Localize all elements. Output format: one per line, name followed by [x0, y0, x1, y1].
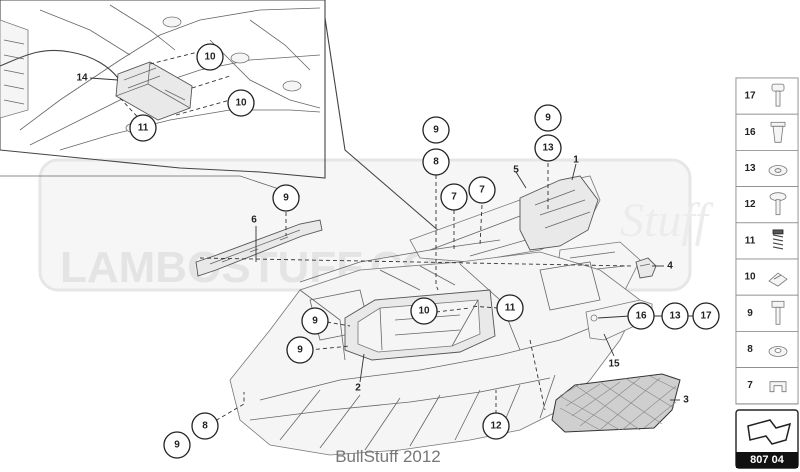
separator-line — [324, 17, 441, 233]
label-1[interactable]: 1 — [573, 155, 579, 166]
callout-7-b[interactable]: 7 — [468, 176, 496, 204]
svg-text:9: 9 — [312, 316, 318, 327]
svg-text:9: 9 — [297, 345, 303, 356]
fastener-legend: 17 16 13 12 11 10 9 8 7 — [735, 77, 799, 405]
label-14[interactable]: 14 — [76, 73, 88, 84]
watermark-stuff: Stuff — [620, 194, 714, 247]
callout-9-upper-left[interactable]: 9 — [272, 184, 300, 212]
callout-16[interactable]: 16 — [627, 302, 655, 330]
legend-number: 9 — [747, 308, 753, 319]
svg-text:9: 9 — [174, 440, 180, 451]
callout-13-lower[interactable]: 13 — [661, 302, 689, 330]
legend-row-16: 16 — [735, 113, 799, 151]
fastener-icon — [768, 272, 788, 287]
fastener-icon — [768, 346, 788, 357]
callout-7-a[interactable]: 7 — [440, 183, 468, 211]
legend-number: 7 — [747, 380, 753, 391]
callout-9-right[interactable]: 9 — [534, 104, 562, 132]
fastener-icon — [771, 300, 785, 325]
svg-text:7: 7 — [479, 185, 485, 196]
callouts: 10 14 10 11 9 6 9 8 7 7 9 13 5 1 4 10 11… — [76, 43, 720, 459]
legend-row-11: 11 — [735, 222, 799, 260]
svg-text:11: 11 — [138, 123, 149, 134]
svg-text:17: 17 — [700, 311, 712, 322]
callout-8-bottom[interactable]: 8 — [191, 412, 219, 440]
label-4[interactable]: 4 — [667, 261, 673, 272]
svg-text:9: 9 — [283, 193, 289, 204]
legend-number: 10 — [744, 272, 756, 283]
callout-17-lower[interactable]: 17 — [692, 302, 720, 330]
label-5[interactable]: 5 — [513, 165, 519, 176]
part-3-mesh — [551, 373, 681, 433]
part-4-clip — [635, 257, 657, 279]
svg-text:9: 9 — [545, 113, 551, 124]
reference-box: 807 04 — [735, 409, 799, 469]
label-3[interactable]: 3 — [683, 395, 689, 406]
callout-10-inset-bottom[interactable]: 10 — [227, 89, 255, 117]
svg-text:10: 10 — [418, 306, 430, 317]
callout-9-mid-left[interactable]: 9 — [422, 116, 450, 144]
fastener-icon — [769, 381, 787, 393]
label-2[interactable]: 2 — [355, 383, 361, 394]
svg-text:8: 8 — [433, 157, 439, 168]
svg-text:7: 7 — [451, 192, 457, 203]
legend-number: 17 — [744, 91, 756, 102]
legend-number: 16 — [744, 127, 756, 138]
callout-13-right[interactable]: 13 — [534, 134, 562, 162]
callout-12[interactable]: 12 — [482, 412, 510, 440]
callout-9-lower-left-a[interactable]: 9 — [301, 307, 329, 335]
callout-8-mid[interactable]: 8 — [422, 148, 450, 176]
svg-text:11: 11 — [505, 303, 516, 314]
svg-text:10: 10 — [204, 52, 216, 63]
legend-row-12: 12 — [735, 186, 799, 224]
callout-11-lower[interactable]: 11 — [496, 294, 524, 322]
part-2-bracket — [344, 289, 496, 361]
legend-row-13: 13 — [735, 149, 799, 187]
fastener-icon — [769, 192, 787, 216]
fastener-icon — [772, 229, 784, 250]
reference-number: 807 04 — [750, 454, 785, 466]
label-6[interactable]: 6 — [251, 215, 257, 226]
fastener-icon — [771, 83, 785, 107]
part-6-bar — [195, 219, 323, 277]
svg-text:13: 13 — [669, 311, 681, 322]
legend-row-17: 17 — [735, 77, 799, 115]
legend-number: 12 — [744, 199, 756, 210]
label-15[interactable]: 15 — [608, 359, 620, 370]
svg-text:12: 12 — [490, 421, 502, 432]
svg-text:10: 10 — [235, 98, 247, 109]
callout-9-lower-left-b[interactable]: 9 — [286, 336, 314, 364]
legend-row-7: 7 — [735, 367, 799, 405]
legend-row-10: 10 — [735, 258, 799, 296]
legend-number: 13 — [744, 163, 756, 174]
fastener-icon — [768, 165, 788, 176]
arrow-icon — [747, 419, 792, 445]
callout-10-lower[interactable]: 10 — [410, 297, 438, 325]
legend-number: 8 — [747, 344, 753, 355]
callout-11-inset[interactable]: 11 — [129, 114, 157, 142]
svg-text:8: 8 — [202, 421, 208, 432]
callout-9-bottom[interactable]: 9 — [163, 431, 191, 459]
leader-lines — [199, 163, 694, 425]
svg-text:16: 16 — [635, 311, 647, 322]
svg-text:9: 9 — [433, 125, 439, 136]
svg-text:13: 13 — [542, 143, 554, 154]
legend-number: 11 — [745, 235, 756, 246]
inset-engine-bay — [0, 0, 326, 179]
credit-text: BullStuff 2012 — [335, 447, 441, 466]
legend-row-9: 9 — [735, 294, 799, 332]
fastener-icon — [770, 121, 786, 143]
callout-10-inset-top[interactable]: 10 — [196, 43, 224, 71]
legend-row-8: 8 — [735, 330, 799, 368]
